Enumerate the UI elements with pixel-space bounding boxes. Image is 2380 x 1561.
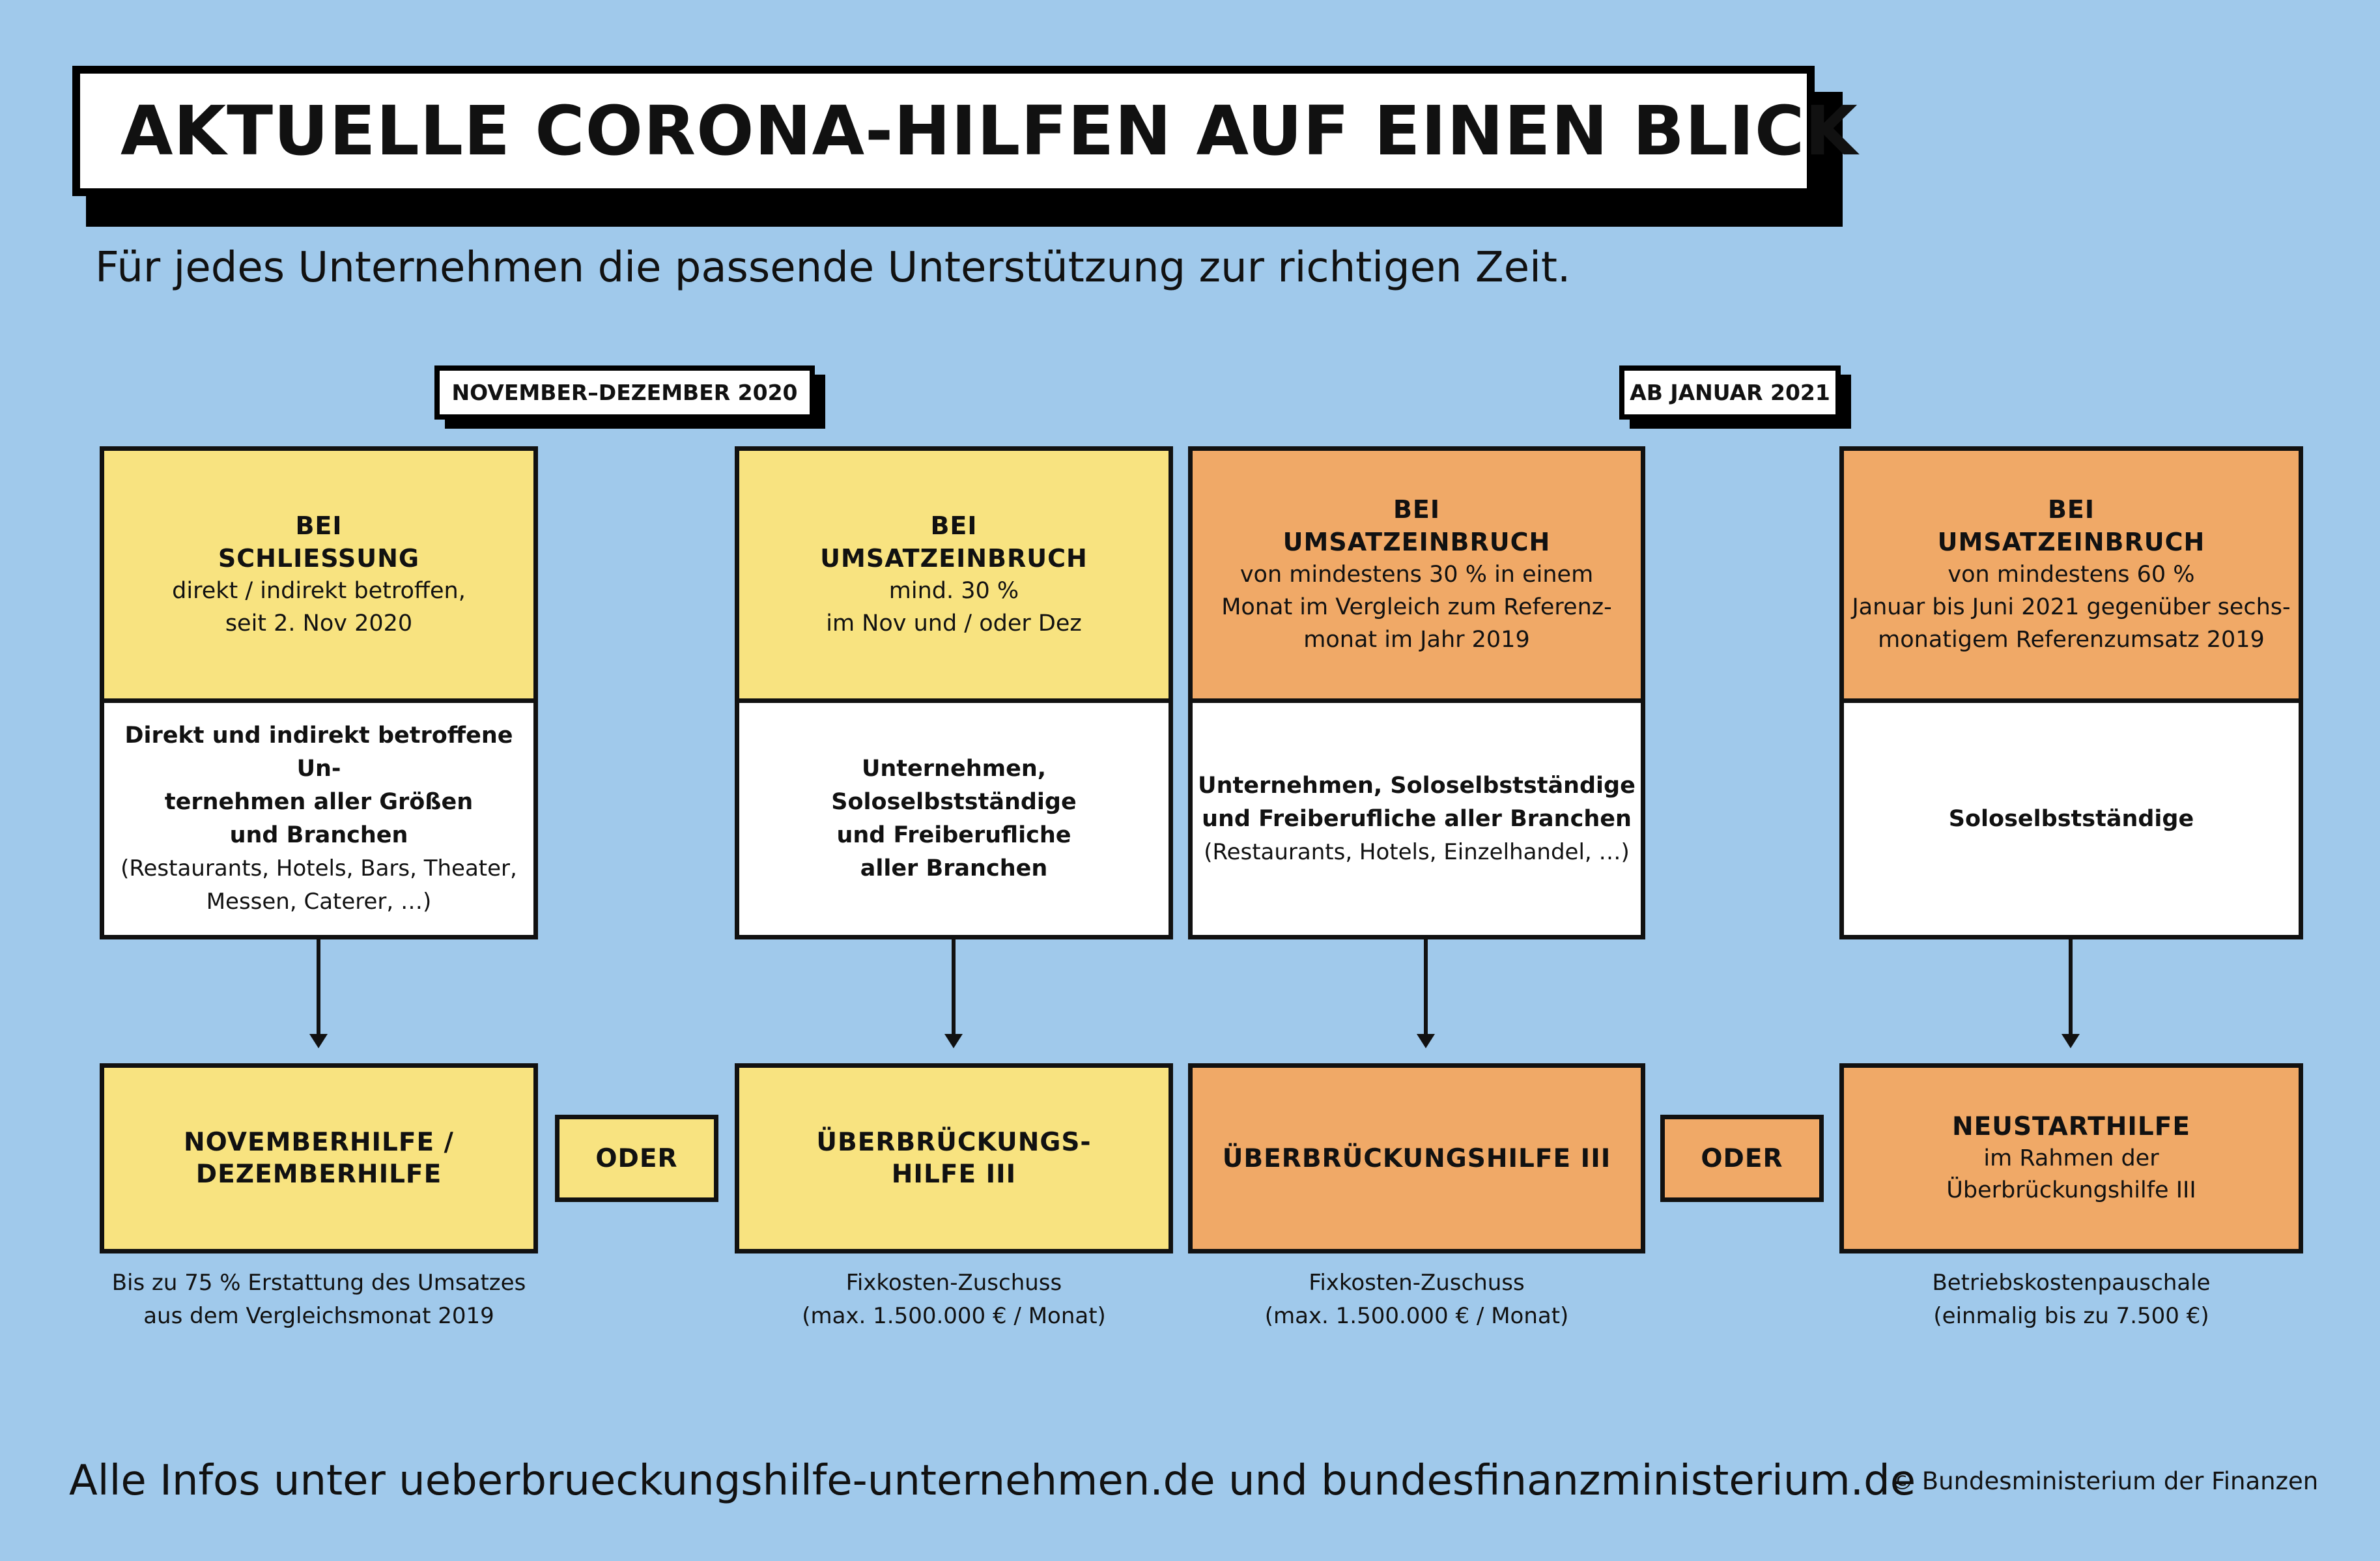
footer-info: Alle Infos unter ueberbrueckungshilfe-un… [69, 1457, 1916, 1505]
condition-text: direkt / indirekt betroffen, [172, 578, 466, 604]
flow-arrow-line [952, 939, 956, 1035]
eligible-examples: Messen, Caterer, …) [206, 889, 432, 915]
oder-badge: ODER [555, 1115, 718, 1202]
condition-text: von mindestens 60 % [1948, 562, 2195, 588]
condition-text: im Nov und / oder Dez [826, 610, 1082, 637]
condition-text: Monat im Vergleich zum Referenz- [1221, 594, 1612, 620]
condition-heading: UMSATZEINBRUCH [1937, 528, 2205, 556]
eligible-text: Unternehmen, Soloselbstständige [1198, 772, 1636, 799]
help-caption-1: Bis zu 75 % Erstattung des Umsatzes aus … [100, 1267, 538, 1333]
condition-heading: UMSATZEINBRUCH [820, 544, 1088, 573]
help-caption-2: Fixkosten-Zuschuss (max. 1.500.000 € / M… [735, 1267, 1173, 1333]
caption-line: (einmalig bis zu 7.500 €) [1933, 1303, 2209, 1329]
footer-copyright: © Bundesministerium der Finanzen [1890, 1467, 2319, 1495]
period-tag-label: NOVEMBER–DEZEMBER 2020 [451, 380, 798, 405]
condition-box-schliessung: BEI SCHLIESSUNG direkt / indirekt betrof… [100, 446, 538, 703]
caption-line: Fixkosten-Zuschuss [1309, 1270, 1525, 1296]
eligible-text: und Branchen [229, 822, 408, 848]
caption-line: (max. 1.500.000 € / Monat) [802, 1303, 1106, 1329]
condition-heading: SCHLIESSUNG [218, 544, 420, 573]
title-banner: AKTUELLE CORONA-HILFEN AUF EINEN BLICK [72, 66, 1858, 196]
page-subtitle: Für jedes Unternehmen die passende Unter… [95, 244, 1571, 292]
condition-text: Januar bis Juni 2021 gegenüber sechs- [1852, 594, 2291, 620]
eligible-text: ternehmen aller Größen [164, 789, 474, 815]
caption-line: Fixkosten-Zuschuss [845, 1270, 1062, 1296]
help-caption-4: Betriebskostenpauschale (einmalig bis zu… [1839, 1267, 2303, 1333]
condition-text: monat im Jahr 2019 [1303, 627, 1530, 653]
page-title: AKTUELLE CORONA-HILFEN AUF EINEN BLICK [120, 91, 1858, 171]
eligible-box-3: Unternehmen, Soloselbstständige und Frei… [1188, 698, 1645, 939]
help-title: ÜBERBRÜCKUNGS- [816, 1128, 1092, 1157]
flow-arrow-line [317, 939, 320, 1035]
condition-box-umsatzeinbruch-30: BEI UMSATZEINBRUCH mind. 30 % im Nov und… [735, 446, 1173, 703]
condition-heading: BEI [295, 511, 343, 540]
help-box-ueberbrueckungshilfe-orange: ÜBERBRÜCKUNGSHILFE III [1188, 1063, 1645, 1253]
help-title: HILFE III [891, 1160, 1017, 1189]
condition-text: von mindestens 30 % in einem [1240, 562, 1594, 588]
eligible-examples: (Restaurants, Hotels, Einzelhandel, …) [1204, 838, 1630, 865]
eligible-box-1: Direkt und indirekt betroffene Un- terne… [100, 698, 538, 939]
condition-text: seit 2. Nov 2020 [225, 610, 413, 637]
caption-line: (max. 1.500.000 € / Monat) [1264, 1303, 1569, 1329]
eligible-box-4: Soloselbstständige [1839, 698, 2303, 939]
arrow-down-icon [1417, 1034, 1435, 1048]
eligible-box-2: Unternehmen, Soloselbstständige und Frei… [735, 698, 1173, 939]
condition-heading: BEI [2047, 495, 2095, 524]
help-box-neustarthilfe: NEUSTARTHILFE im Rahmen der Überbrückung… [1839, 1063, 2303, 1253]
eligible-text: Direkt und indirekt betroffene Un- [124, 723, 513, 782]
help-subtitle: Überbrückungshilfe III [1946, 1177, 2196, 1203]
oder-label: ODER [1701, 1143, 1783, 1173]
caption-line: aus dem Vergleichsmonat 2019 [143, 1303, 494, 1329]
eligible-text: Soloselbstständige [831, 789, 1077, 815]
help-subtitle: im Rahmen der [1983, 1145, 2159, 1171]
flow-arrow-line [1424, 939, 1428, 1035]
condition-box-umsatzeinbruch-monat: BEI UMSATZEINBRUCH von mindestens 30 % i… [1188, 446, 1645, 703]
condition-heading: BEI [930, 511, 978, 540]
eligible-text: Soloselbstständige [1948, 805, 2194, 832]
eligible-text: aller Branchen [860, 855, 1048, 881]
eligible-text: Unternehmen, [861, 756, 1047, 782]
eligible-examples: (Restaurants, Hotels, Bars, Theater, [120, 855, 517, 881]
help-title: NEUSTARTHILFE [1952, 1111, 2190, 1141]
oder-badge: ODER [1660, 1115, 1824, 1202]
eligible-text: und Freiberufliche [836, 822, 1071, 848]
condition-text: mind. 30 % [888, 578, 1019, 604]
arrow-down-icon [944, 1034, 963, 1048]
help-title: ÜBERBRÜCKUNGSHILFE III [1222, 1143, 1611, 1173]
help-title: NOVEMBERHILFE / [184, 1128, 454, 1157]
arrow-down-icon [2061, 1034, 2080, 1048]
period-tag-ab-januar: AB JANUAR 2021 [1619, 365, 1841, 420]
caption-line: Bis zu 75 % Erstattung des Umsatzes [111, 1270, 526, 1296]
condition-heading: UMSATZEINBRUCH [1282, 528, 1551, 556]
help-caption-3: Fixkosten-Zuschuss (max. 1.500.000 € / M… [1188, 1267, 1645, 1333]
period-tag-nov-dez: NOVEMBER–DEZEMBER 2020 [434, 365, 815, 420]
help-title: DEZEMBERHILFE [195, 1160, 442, 1189]
caption-line: Betriebskostenpauschale [1932, 1270, 2211, 1296]
help-box-novemberhilfe: NOVEMBERHILFE / DEZEMBERHILFE [100, 1063, 538, 1253]
arrow-down-icon [309, 1034, 328, 1048]
condition-text: monatigem Referenzumsatz 2019 [1878, 627, 2265, 653]
condition-heading: BEI [1393, 495, 1441, 524]
help-box-ueberbrueckungshilfe-yellow: ÜBERBRÜCKUNGS- HILFE III [735, 1063, 1173, 1253]
condition-box-umsatzeinbruch-60: BEI UMSATZEINBRUCH von mindestens 60 % J… [1839, 446, 2303, 703]
period-tag-label: AB JANUAR 2021 [1630, 380, 1830, 405]
flow-arrow-line [2069, 939, 2073, 1035]
oder-label: ODER [595, 1143, 678, 1173]
eligible-text: und Freiberufliche aller Branchen [1202, 805, 1632, 832]
